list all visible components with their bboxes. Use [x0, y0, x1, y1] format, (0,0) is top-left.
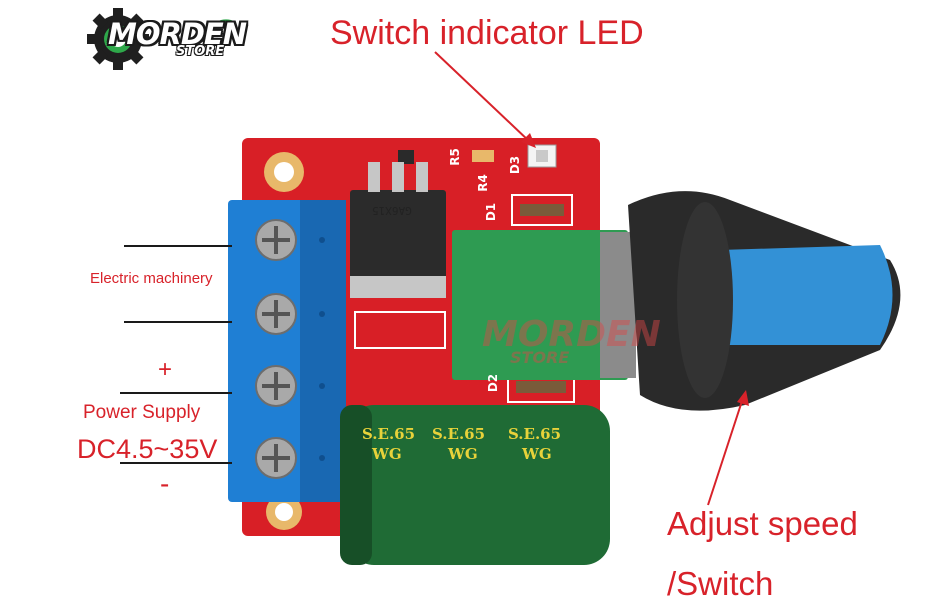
watermark-text: MORDEN [482, 314, 661, 355]
voltage-label: DC4.5~35V [77, 434, 218, 464]
silkscreen-label: R5 [447, 148, 462, 166]
watermark-subtext: STORE [510, 348, 570, 367]
chip-marking: GA6X15 [372, 204, 412, 217]
silkscreen-label: D1 [484, 202, 499, 222]
switch-led-label: Switch indicator LED [330, 14, 644, 52]
potentiometer [452, 230, 628, 380]
silkscreen-label: D2 [486, 373, 501, 393]
capacitor-marking: S.E.65 [432, 425, 486, 443]
silkscreen-label: D3 [508, 155, 523, 175]
capacitor-marking: WG [372, 445, 402, 463]
electrolytic-capacitor [348, 405, 610, 565]
gear-icon [87, 8, 236, 70]
motor-label: Electric machinery [90, 270, 213, 287]
silkscreen-label: R4 [475, 174, 490, 192]
capacitor-marking: WG [448, 445, 478, 463]
brand-logo-subtext: STORE [176, 44, 225, 59]
capacitor-marking: S.E.65 [362, 425, 416, 443]
negative-label: - [160, 468, 170, 499]
adjust-speed-label: Adjust speed [667, 505, 858, 542]
power-supply-label: Power Supply [83, 402, 201, 423]
mosfet-chip [350, 190, 446, 296]
brand-logo-text: MORDEN [108, 17, 247, 51]
switch-label: /Switch [667, 565, 774, 602]
capacitor-marking: WG [522, 445, 552, 463]
capacitor-marking: S.E.65 [508, 425, 562, 443]
positive-label: + [158, 356, 173, 383]
indicator-led [536, 150, 548, 162]
